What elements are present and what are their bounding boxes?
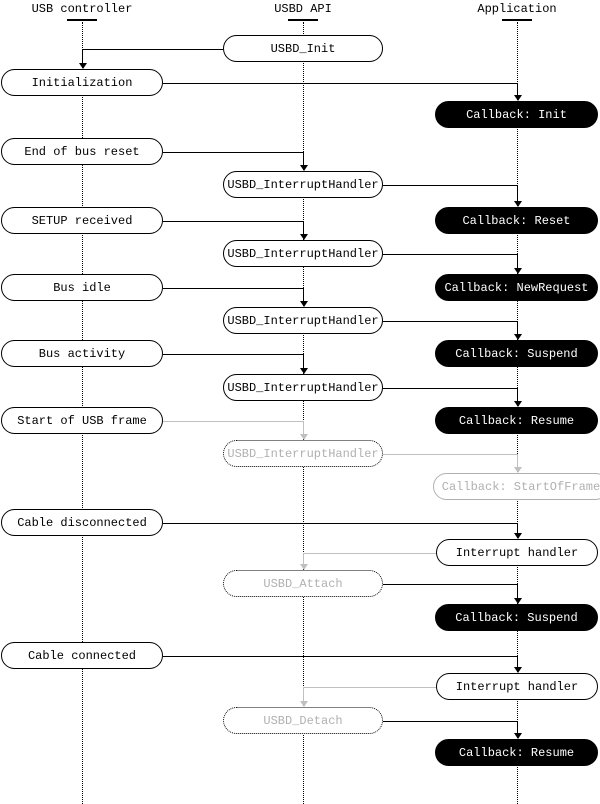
arrow-down-icon <box>78 63 87 69</box>
node-usbd-interrupthandler-3: USBD_InterruptHandler <box>223 307 383 334</box>
node-callback-init: Callback: Init <box>435 101 598 128</box>
connector-line-bus-idle-to-handler <box>303 288 304 303</box>
connector-line-handler-to-callback-reset <box>383 185 517 186</box>
connector-line-usbd-attach-to-callback-suspend <box>383 584 517 585</box>
connector-line-initialization-to-callback-init <box>517 83 518 97</box>
lane-header-application: Application <box>477 2 557 16</box>
connector-line-start-of-frame-to-handler <box>163 421 303 422</box>
node-usbd-interrupthandler-4: USBD_InterruptHandler <box>223 374 383 401</box>
connector-line-usbd-init-to-initialization <box>82 49 83 65</box>
connector-line-usbd-detach-to-callback-resume <box>517 721 518 735</box>
node-callback-startofframe: Callback: StartOfFrame <box>433 473 600 500</box>
node-setup-received: SETUP received <box>1 207 163 234</box>
connector-line-handler-to-callback-newrequest <box>517 254 518 270</box>
arrow-down-icon <box>299 368 308 374</box>
node-callback-newrequest: Callback: NewRequest <box>435 274 598 301</box>
lane-underline-usb-controller <box>67 19 97 21</box>
arrow-down-icon <box>299 165 308 171</box>
connector-line-handler-to-callback-suspend <box>383 321 517 322</box>
connector-line-start-of-frame-to-handler <box>303 421 304 436</box>
arrow-down-icon <box>513 95 522 101</box>
node-interrupt-handler-1: Interrupt handler <box>436 539 598 566</box>
connector-line-bus-activity-to-handler <box>163 354 303 355</box>
connector-line-setup-received-to-handler <box>163 221 303 222</box>
connector-line-initialization-to-callback-init <box>163 83 517 84</box>
arrow-down-icon <box>513 467 522 473</box>
arrow-down-icon <box>513 533 522 539</box>
node-cable-connected: Cable connected <box>1 642 163 669</box>
arrow-down-icon <box>299 234 308 240</box>
connector-line-setup-received-to-handler <box>303 221 304 236</box>
arrow-down-icon <box>299 701 308 707</box>
connector-line-cable-conn-to-interrupt-handler <box>517 656 518 669</box>
connector-line-handler-to-callback-startofframe <box>517 454 518 469</box>
node-callback-reset: Callback: Reset <box>435 207 598 234</box>
node-start-of-usb-frame: Start of USB frame <box>1 407 163 434</box>
connector-line-interrupt-handler-to-usbd-attach <box>303 553 436 554</box>
node-initialization: Initialization <box>1 69 163 96</box>
connector-line-handler-to-callback-reset <box>517 185 518 203</box>
arrow-down-icon <box>513 201 522 207</box>
node-interrupt-handler-2: Interrupt handler <box>436 673 598 700</box>
connector-line-handler-to-callback-resume <box>383 388 517 389</box>
lane-underline-application <box>502 19 532 21</box>
connector-line-interrupt-handler-to-usbd-attach <box>303 553 304 566</box>
arrow-down-icon <box>299 564 308 570</box>
node-usbd-init: USBD_Init <box>223 35 383 62</box>
connector-line-cable-conn-to-interrupt-handler <box>163 656 517 657</box>
connector-line-usbd-attach-to-callback-suspend <box>517 584 518 600</box>
connector-line-usbd-detach-to-callback-resume <box>383 721 517 722</box>
arrow-down-icon <box>513 268 522 274</box>
connector-line-handler-to-callback-suspend <box>517 321 518 336</box>
connector-line-end-of-bus-reset-to-handler <box>163 152 303 153</box>
connector-line-handler-to-callback-startofframe <box>383 454 517 455</box>
arrow-down-icon <box>299 434 308 440</box>
connector-line-handler-to-callback-newrequest <box>383 254 517 255</box>
connector-line-handler-to-callback-resume <box>517 388 518 403</box>
arrow-down-icon <box>513 733 522 739</box>
connector-line-bus-idle-to-handler <box>163 288 303 289</box>
node-usbd-interrupthandler-2: USBD_InterruptHandler <box>223 240 383 267</box>
lifeline-usbd-api <box>303 22 304 804</box>
arrow-down-icon <box>299 301 308 307</box>
node-end-of-bus-reset: End of bus reset <box>1 138 163 165</box>
arrow-down-icon <box>513 401 522 407</box>
node-callback-resume-1: Callback: Resume <box>435 407 598 434</box>
connector-line-interrupt-handler-to-usbd-detach <box>303 687 304 703</box>
arrow-down-icon <box>513 334 522 340</box>
node-bus-activity: Bus activity <box>1 340 163 367</box>
node-callback-suspend-2: Callback: Suspend <box>435 604 598 631</box>
node-callback-suspend-1: Callback: Suspend <box>435 340 598 367</box>
connector-line-bus-activity-to-handler <box>303 354 304 370</box>
arrow-down-icon <box>513 667 522 673</box>
node-usbd-interrupthandler-sof: USBD_InterruptHandler <box>223 440 383 467</box>
connector-line-cable-disc-to-interrupt-handler <box>163 523 517 524</box>
node-bus-idle: Bus idle <box>1 274 163 301</box>
node-callback-resume-2: Callback: Resume <box>435 739 598 766</box>
lane-underline-usbd-api <box>288 19 318 21</box>
lane-header-usbd-api: USBD API <box>274 2 332 16</box>
connector-line-end-of-bus-reset-to-handler <box>303 152 304 167</box>
connector-line-interrupt-handler-to-usbd-detach <box>303 687 436 688</box>
node-cable-disconnected: Cable disconnected <box>1 509 163 536</box>
lane-header-usb-controller: USB controller <box>31 2 133 16</box>
node-usbd-interrupthandler-1: USBD_InterruptHandler <box>223 171 383 198</box>
arrow-down-icon <box>513 598 522 604</box>
connector-line-usbd-init-to-initialization <box>82 49 223 50</box>
node-usbd-detach: USBD_Detach <box>223 707 383 734</box>
connector-line-cable-disc-to-interrupt-handler <box>517 523 518 535</box>
node-usbd-attach: USBD_Attach <box>223 570 383 597</box>
